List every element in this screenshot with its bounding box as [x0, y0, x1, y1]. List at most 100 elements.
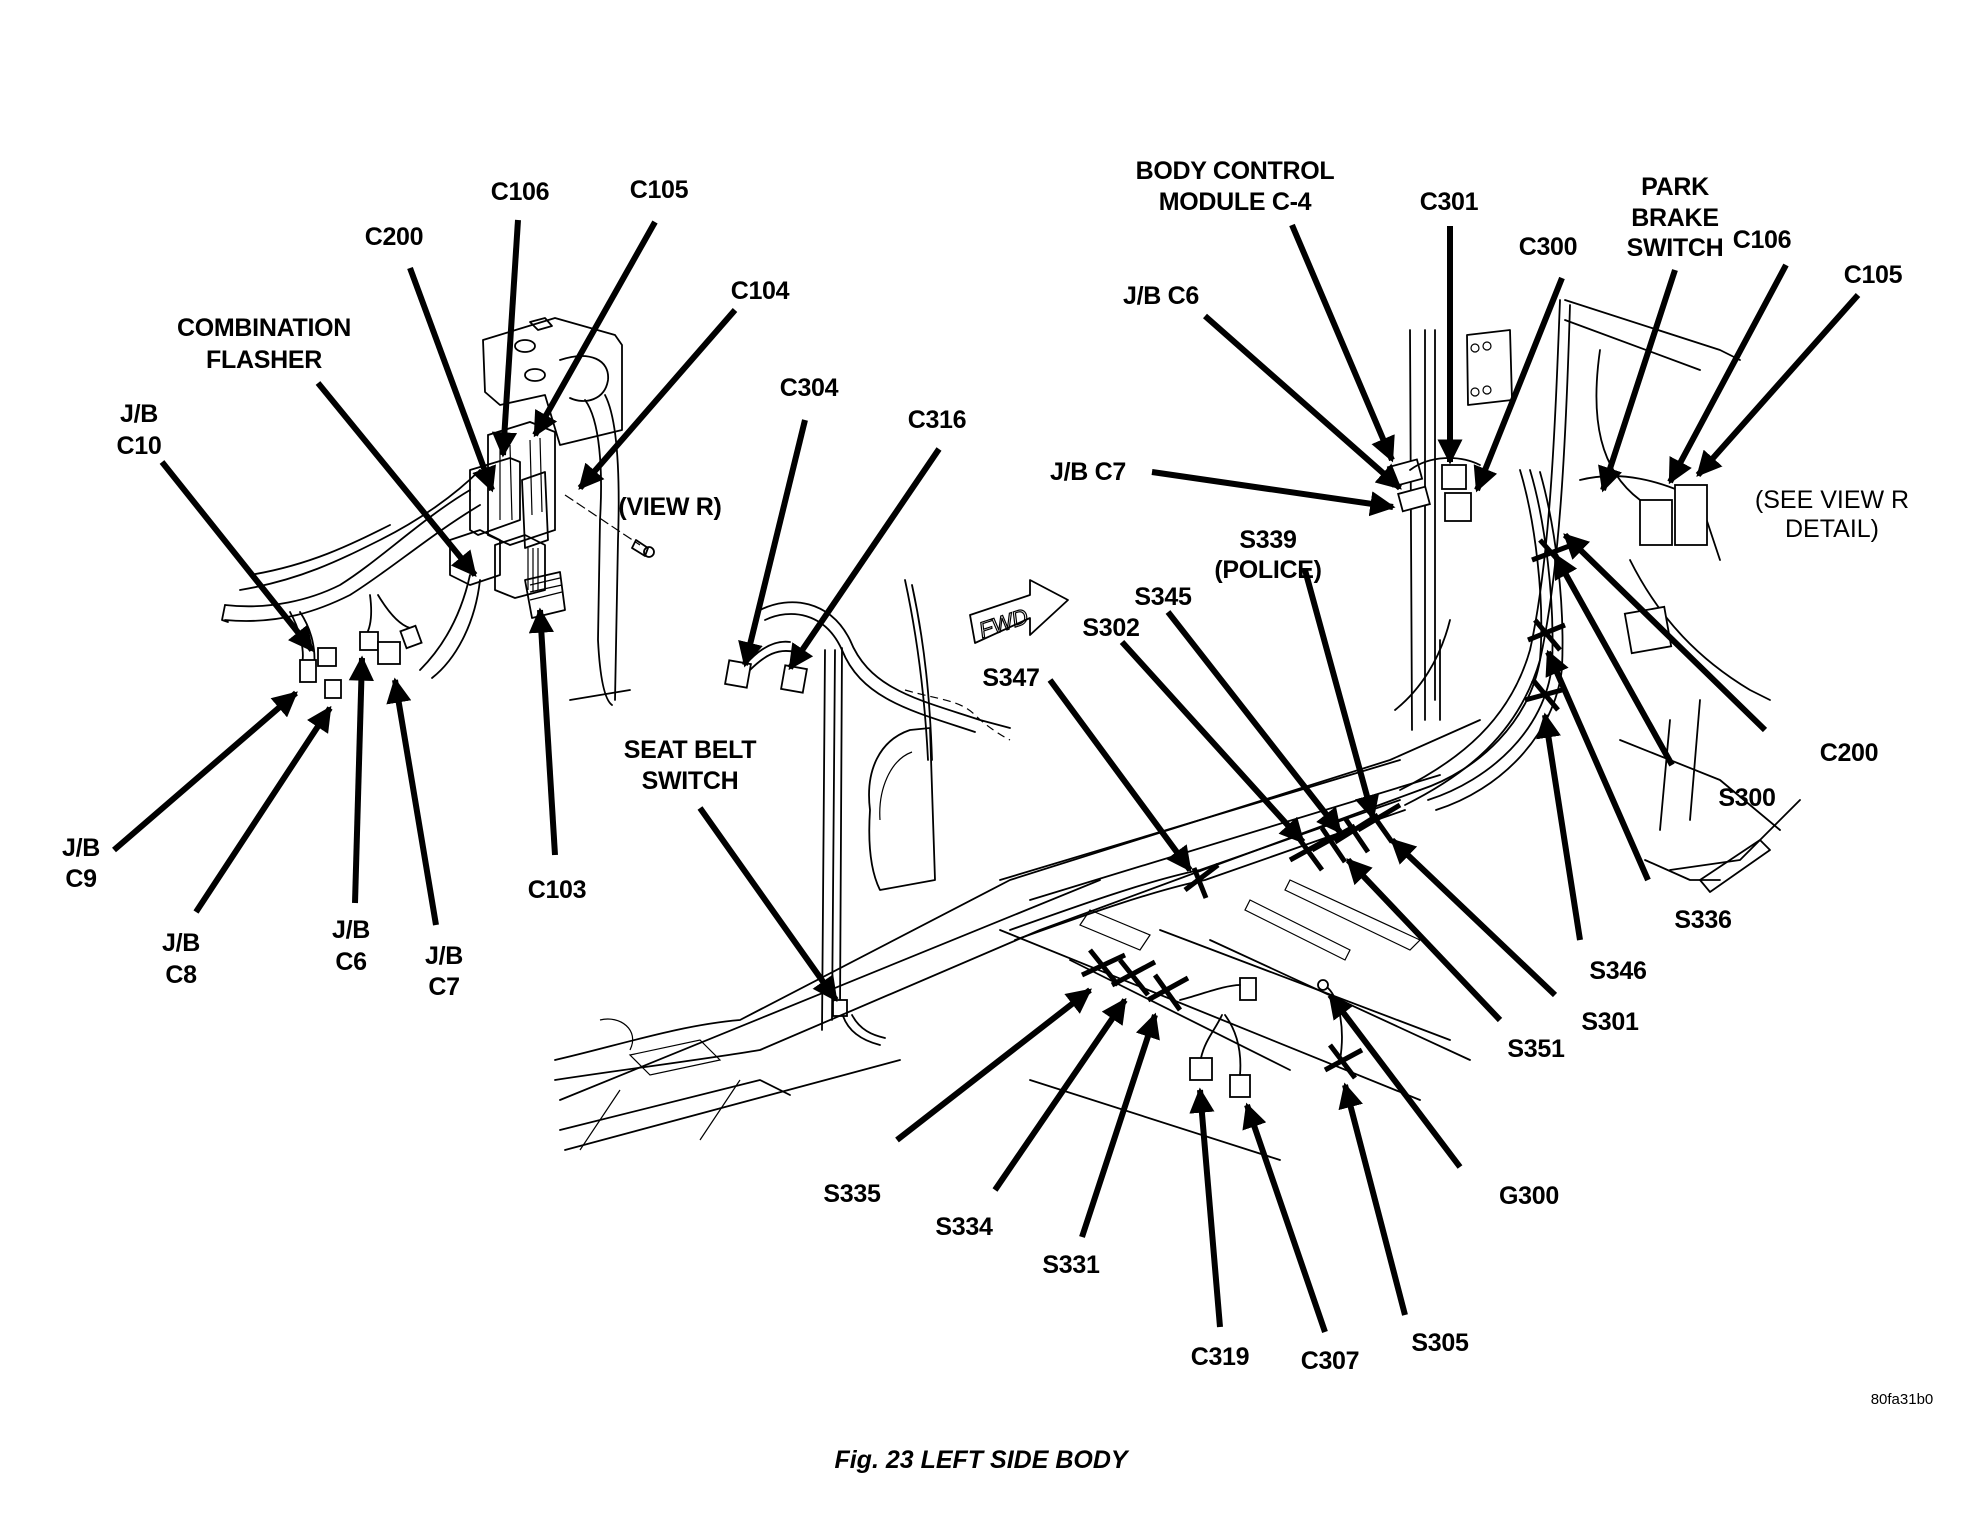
label-s346: S346	[1589, 957, 1646, 985]
s335-splice-mark	[1080, 948, 1127, 987]
s336-splice-mark	[1527, 618, 1566, 652]
label-s331: S331	[1042, 1251, 1100, 1279]
leader-c104-left	[577, 308, 738, 490]
label-s351: S351	[1507, 1035, 1565, 1063]
leader-s300	[1552, 552, 1675, 767]
label-c200-right: C200	[1820, 739, 1879, 767]
c316-connector	[780, 664, 808, 694]
label-c200-left: C200	[365, 223, 424, 251]
label-s339-line2: (POLICE)	[1214, 556, 1321, 584]
jb-c9-connector	[299, 659, 317, 683]
jb-c10-connector	[317, 647, 337, 667]
splice-marks	[1080, 538, 1573, 1080]
label-jb-c8-line2: C8	[165, 961, 197, 989]
jb-c6-body-connector	[1397, 485, 1431, 513]
leader-s346	[1536, 712, 1583, 941]
label-combination-flasher-line1: COMBINATION	[177, 314, 351, 342]
leader-s351	[1345, 857, 1503, 1023]
label-jb-c6-left-line1: J/B	[332, 916, 370, 944]
s331-splice-mark	[1146, 973, 1190, 1012]
label-c106-left: C106	[491, 178, 550, 206]
leader-seat-belt-switch	[697, 806, 839, 1003]
image-code: 80fa31b0	[1871, 1391, 1934, 1408]
leader-c307	[1242, 1102, 1328, 1333]
label-s345: S345	[1134, 583, 1192, 611]
label-s301: S301	[1581, 1008, 1639, 1036]
leader-s331	[1079, 1012, 1160, 1238]
leader-c105-right	[1695, 293, 1861, 477]
leader-park-brake-switch	[1598, 269, 1678, 493]
jb-c8-connector	[324, 679, 342, 699]
label-c105-right: C105	[1844, 261, 1903, 289]
label-c106-right: C106	[1733, 226, 1792, 254]
fwd-direction-marker: FWD	[969, 579, 1069, 644]
label-jb-c9-line2: C9	[65, 865, 96, 893]
label-park-brake-switch-line3: SWITCH	[1627, 234, 1724, 262]
label-bcm-line2: MODULE C-4	[1159, 188, 1312, 216]
leader-s339	[1302, 569, 1380, 821]
label-jb-c7-left-line1: J/B	[425, 942, 463, 970]
label-bcm-line1: BODY CONTROL	[1136, 157, 1335, 185]
label-s347: S347	[982, 664, 1039, 692]
leader-c316	[787, 447, 942, 671]
label-jb-c7-right: J/B C7	[1050, 458, 1126, 486]
label-s335: S335	[823, 1180, 881, 1208]
label-jb-c7-left-line2: C7	[428, 973, 459, 1001]
label-c316: C316	[908, 406, 967, 434]
leader-c103	[528, 607, 558, 856]
label-jb-c6-right: J/B C6	[1123, 282, 1199, 310]
leader-lines	[112, 219, 1861, 1333]
label-s334: S334	[935, 1213, 993, 1241]
label-c301: C301	[1420, 188, 1479, 216]
leader-c106-left	[491, 219, 521, 458]
label-combination-flasher-line2: FLASHER	[206, 346, 322, 374]
leader-jb-c6-left	[348, 655, 374, 904]
leader-c106-right	[1667, 263, 1789, 485]
leader-jb-c7-right	[1151, 469, 1396, 517]
label-c319: C319	[1191, 1343, 1250, 1371]
label-jb-c9-line1: J/B	[62, 834, 100, 862]
leader-s334	[992, 997, 1128, 1192]
label-s339-line1: S339	[1239, 526, 1296, 554]
leader-jb-c9	[112, 690, 298, 853]
label-view-r: (VIEW R)	[618, 493, 721, 521]
leader-c319	[1189, 1087, 1223, 1328]
c105-c106-body-connector	[1674, 484, 1708, 546]
label-park-brake-switch-line1: PARK	[1641, 173, 1709, 201]
jb-c7-connector	[377, 641, 401, 665]
leader-g300	[1327, 992, 1463, 1169]
leader-s335	[895, 987, 1092, 1143]
leader-c304	[738, 419, 808, 668]
label-jb-c8-line1: J/B	[162, 929, 200, 957]
leader-s347	[1047, 678, 1193, 873]
leader-combination-flasher	[315, 381, 478, 577]
c301-connector	[1441, 464, 1467, 490]
label-c304: C304	[780, 374, 839, 402]
label-seat-belt-switch-line2: SWITCH	[642, 767, 739, 795]
label-jb-c6-left-line2: C6	[335, 948, 366, 976]
label-jb-c10-line2: C10	[117, 432, 162, 460]
leader-c300	[1473, 276, 1565, 493]
leader-s345	[1165, 610, 1343, 834]
s347-splice-mark	[1183, 863, 1220, 899]
label-see-view-r-line1: (SEE VIEW R	[1755, 486, 1909, 514]
jb-c6-connector	[359, 631, 379, 651]
label-s300: S300	[1718, 784, 1775, 812]
label-c300: C300	[1519, 233, 1578, 261]
c307-connector	[1229, 1074, 1251, 1098]
label-jb-c10-line1: J/B	[120, 400, 158, 428]
s305-splice-mark	[1323, 1043, 1364, 1080]
leader-s301	[1389, 837, 1558, 998]
label-g300: G300	[1499, 1182, 1559, 1210]
leader-jb-c6-right	[1203, 313, 1402, 491]
label-see-view-r-line2: DETAIL)	[1785, 515, 1879, 543]
leader-body-control-module	[1289, 223, 1395, 463]
label-park-brake-switch-line2: BRAKE	[1631, 204, 1718, 232]
c300-connector	[1444, 492, 1472, 522]
figure-caption: Fig. 23 LEFT SIDE BODY	[834, 1446, 1129, 1474]
leader-c200-right	[1562, 532, 1768, 733]
label-seat-belt-switch-line1: SEAT BELT	[624, 736, 757, 764]
labels: C106 C105 C200 C104 COMBINATION FLASHER …	[62, 157, 1909, 1375]
s346-splice-mark	[1524, 678, 1563, 712]
